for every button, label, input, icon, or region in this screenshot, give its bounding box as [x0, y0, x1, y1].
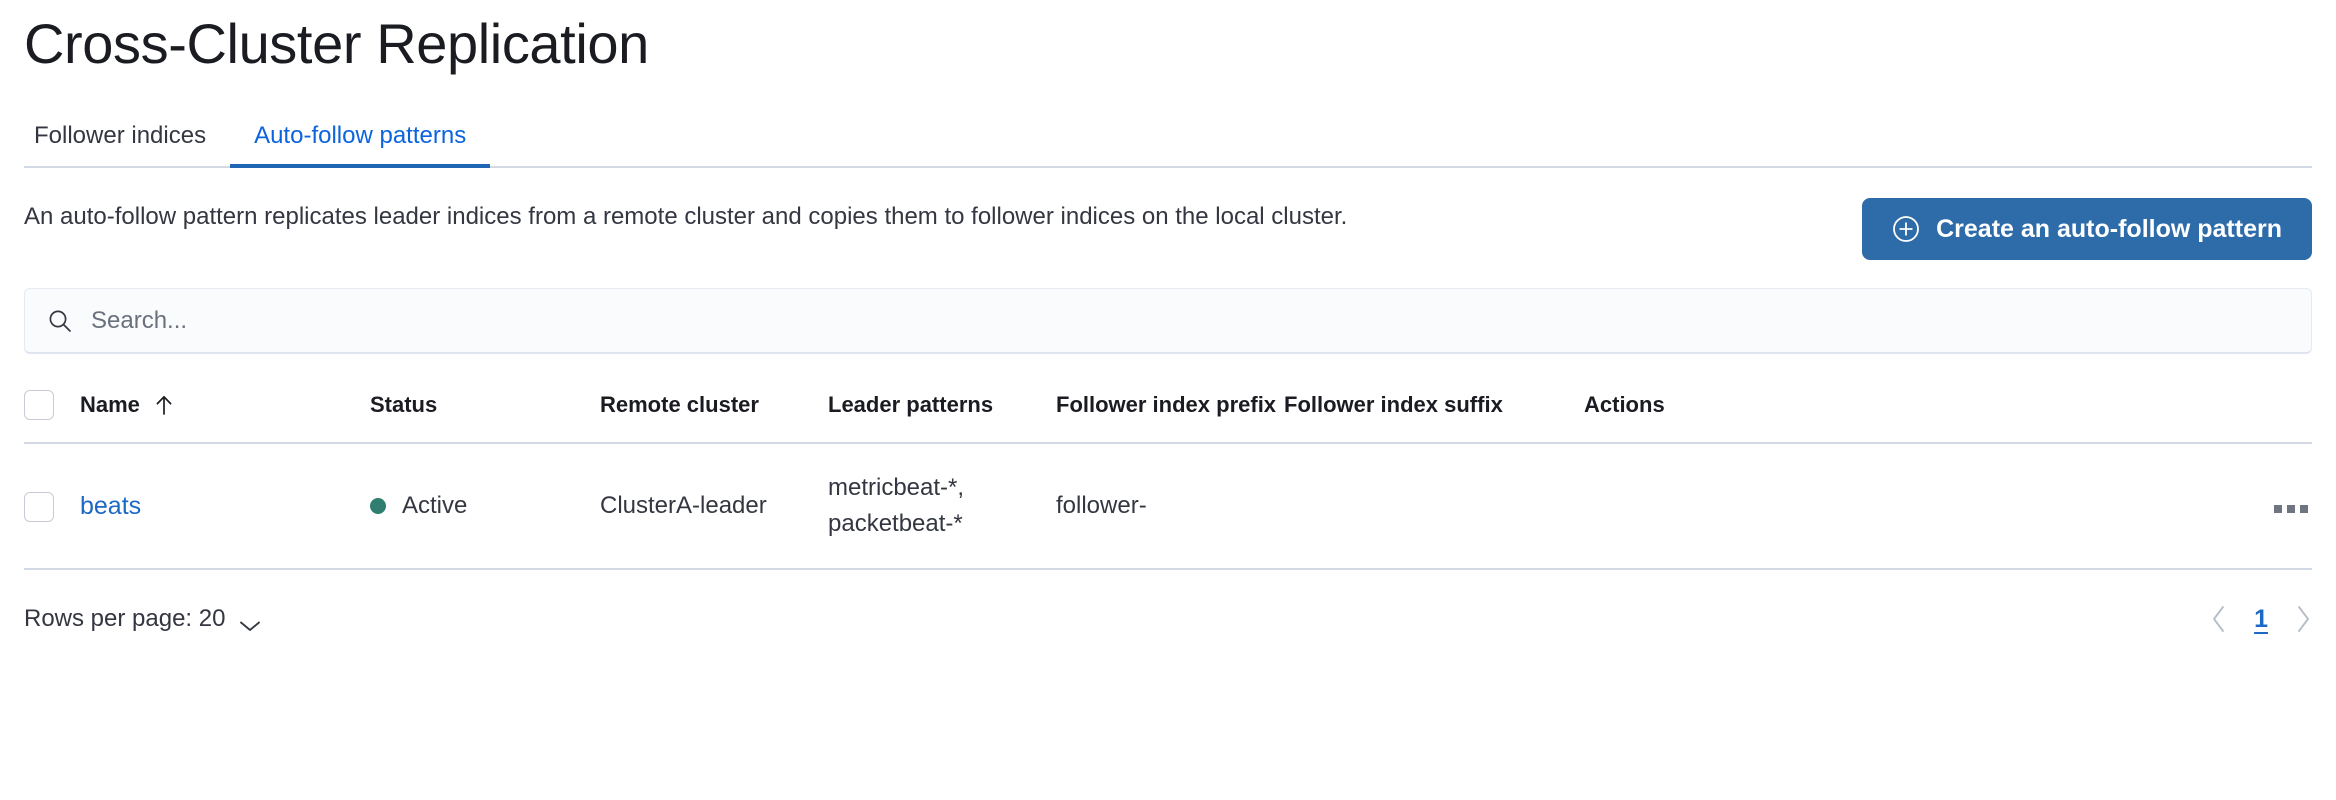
table-body: beats Active ClusterA-leader metricbeat-… — [24, 443, 2312, 570]
ellipsis-horizontal-icon[interactable] — [2270, 501, 2312, 517]
arrow-up-icon — [154, 394, 174, 416]
tab-auto-follow-patterns-label: Auto-follow patterns — [254, 122, 467, 149]
chevron-down-icon — [239, 612, 261, 631]
tab-follower-indices[interactable]: Follower indices — [24, 122, 230, 166]
create-auto-follow-pattern-button[interactable]: Create an auto-follow pattern — [1862, 198, 2312, 260]
dot — [2274, 505, 2282, 513]
row-remote-cluster-cell: ClusterA-leader — [600, 443, 828, 570]
select-all-header — [24, 376, 80, 444]
row-name-cell: beats — [80, 443, 370, 570]
column-header-name-sort[interactable]: Name — [80, 392, 174, 418]
page-title: Cross-Cluster Replication — [24, 12, 649, 75]
auto-follow-patterns-table: Name Status Remote cluster Leade — [24, 376, 2312, 570]
rows-per-page-label: Rows per page: 20 — [24, 605, 226, 632]
column-header-follower-index-prefix[interactable]: Follower index prefix — [1056, 376, 1284, 444]
rows-per-page-selector[interactable]: Rows per page: 20 — [24, 605, 261, 633]
column-header-name[interactable]: Name — [80, 376, 370, 444]
tab-auto-follow-patterns[interactable]: Auto-follow patterns — [230, 122, 491, 168]
column-header-remote-cluster[interactable]: Remote cluster — [600, 376, 828, 444]
column-header-status-label: Status — [370, 392, 438, 417]
intro-section: An auto-follow pattern replicates leader… — [24, 198, 2312, 260]
leader-patterns-list: metricbeat-*, packetbeat-* — [828, 470, 1056, 542]
row-follower-index-prefix-cell: follower- — [1056, 443, 1284, 570]
table-footer: Rows per page: 20 1 — [24, 604, 2312, 634]
table-header: Name Status Remote cluster Leade — [24, 376, 2312, 444]
column-header-leader-patterns-label: Leader patterns — [828, 392, 994, 417]
column-header-actions: Actions — [1584, 376, 2312, 444]
column-header-follower-index-suffix-label: Follower index suffix — [1284, 392, 1503, 417]
status-badge: Active — [370, 489, 467, 523]
column-header-actions-label: Actions — [1584, 392, 1665, 417]
column-header-follower-index-suffix[interactable]: Follower index suffix — [1284, 376, 1584, 444]
tab-follower-indices-label: Follower indices — [34, 122, 207, 149]
leader-pattern-item: packetbeat-* — [828, 510, 963, 537]
leader-pattern-item: metricbeat-*, — [828, 474, 965, 501]
table-row: beats Active ClusterA-leader metricbeat-… — [24, 443, 2312, 570]
column-header-remote-cluster-label: Remote cluster — [600, 392, 759, 417]
tab-bar: Follower indices Auto-follow patterns — [24, 110, 2312, 168]
intro-description: An auto-follow pattern replicates leader… — [24, 203, 1348, 230]
auto-follow-pattern-link[interactable]: beats — [80, 491, 142, 520]
column-header-name-label: Name — [80, 392, 140, 417]
table-header-row: Name Status Remote cluster Leade — [24, 376, 2312, 444]
row-follower-index-suffix-cell — [1284, 443, 1584, 570]
row-select-checkbox[interactable] — [24, 491, 54, 522]
dot — [2300, 505, 2308, 513]
column-header-follower-index-prefix-label: Follower index prefix — [1056, 392, 1277, 417]
chevron-right-icon[interactable] — [2294, 604, 2312, 634]
status-dot-icon — [370, 497, 386, 514]
row-actions-cell — [1584, 443, 2312, 570]
dot — [2287, 505, 2295, 513]
status-label: Active — [402, 491, 468, 519]
row-leader-patterns-cell: metricbeat-*, packetbeat-* — [828, 443, 1056, 570]
pagination-page-1[interactable]: 1 — [2254, 605, 2268, 633]
select-all-checkbox[interactable] — [24, 390, 54, 420]
chevron-left-icon[interactable] — [2210, 604, 2228, 634]
row-select-cell — [24, 443, 80, 570]
row-status-cell: Active — [370, 443, 600, 570]
column-header-leader-patterns[interactable]: Leader patterns — [828, 376, 1056, 444]
search-icon — [47, 308, 73, 334]
search-bar[interactable] — [24, 288, 2312, 354]
plus-in-circle-icon — [1892, 215, 1920, 243]
create-auto-follow-pattern-label: Create an auto-follow pattern — [1936, 215, 2282, 243]
pagination: 1 — [2210, 604, 2312, 634]
column-header-status[interactable]: Status — [370, 376, 600, 444]
search-input[interactable] — [91, 306, 2289, 335]
